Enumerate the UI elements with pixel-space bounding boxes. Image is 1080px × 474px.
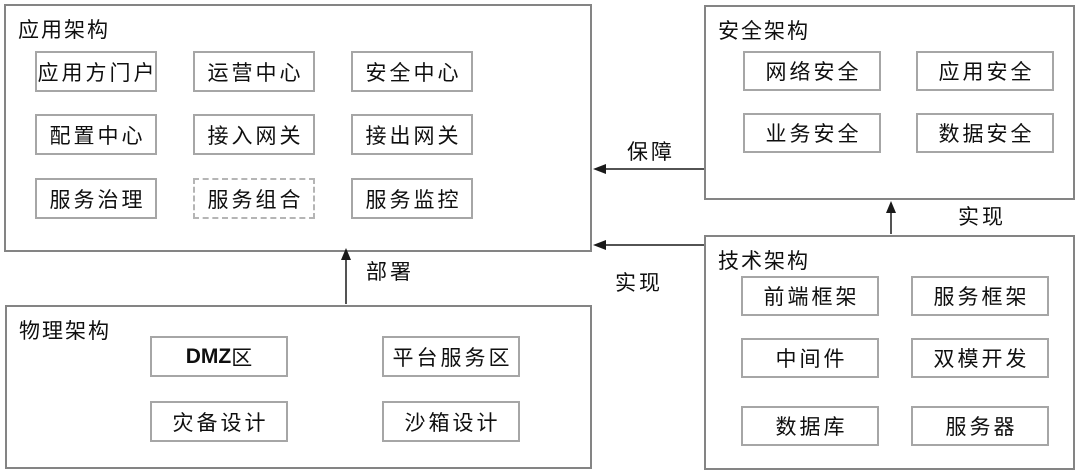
node-operation-center: 运营中心 [193, 51, 315, 92]
node-service-governance: 服务治理 [35, 178, 157, 219]
arrow-deploy-physical-to-app [341, 248, 351, 304]
tech-architecture-title: 技术架构 [718, 249, 810, 273]
node-platform-service-zone: 平台服务区 [382, 336, 520, 377]
dmz-latin-text: DMZ [185, 344, 232, 368]
arrow-realize-tech-to-app [593, 240, 704, 250]
node-app-security: 应用安全 [916, 51, 1054, 91]
security-architecture-title: 安全架构 [718, 19, 810, 43]
node-frontend-framework: 前端框架 [741, 276, 879, 316]
label-realize-app: 实现 [615, 271, 663, 295]
node-service-composition: 服务组合 [193, 178, 315, 219]
dmz-cjk-text: 区 [231, 345, 256, 370]
node-inbound-gateway: 接入网关 [193, 114, 315, 155]
node-server: 服务器 [911, 406, 1049, 446]
physical-architecture-title: 物理架构 [19, 319, 111, 343]
node-service-monitoring: 服务监控 [351, 178, 473, 219]
arrow-realize-tech-to-security [886, 201, 896, 234]
node-middleware: 中间件 [741, 338, 879, 378]
physical-architecture-panel: 物理架构 [5, 305, 592, 469]
node-config-center: 配置中心 [35, 114, 157, 155]
node-database: 数据库 [741, 406, 879, 446]
label-guarantee: 保障 [627, 140, 675, 164]
node-app-portal: 应用方门户 [35, 51, 157, 92]
label-deploy: 部署 [366, 260, 414, 284]
label-realize-security: 实现 [958, 205, 1006, 229]
node-data-security: 数据安全 [916, 113, 1054, 153]
app-architecture-title: 应用架构 [18, 18, 110, 42]
node-service-framework: 服务框架 [911, 276, 1049, 316]
node-security-center: 安全中心 [351, 51, 473, 92]
security-architecture-panel: 安全架构 [704, 5, 1075, 200]
node-business-security: 业务安全 [743, 113, 881, 153]
node-dual-mode-dev: 双模开发 [911, 338, 1049, 378]
node-disaster-recovery-design: 灾备设计 [150, 401, 288, 442]
node-sandbox-design: 沙箱设计 [382, 401, 520, 442]
node-outbound-gateway: 接出网关 [351, 114, 473, 155]
node-network-security: 网络安全 [743, 51, 881, 91]
